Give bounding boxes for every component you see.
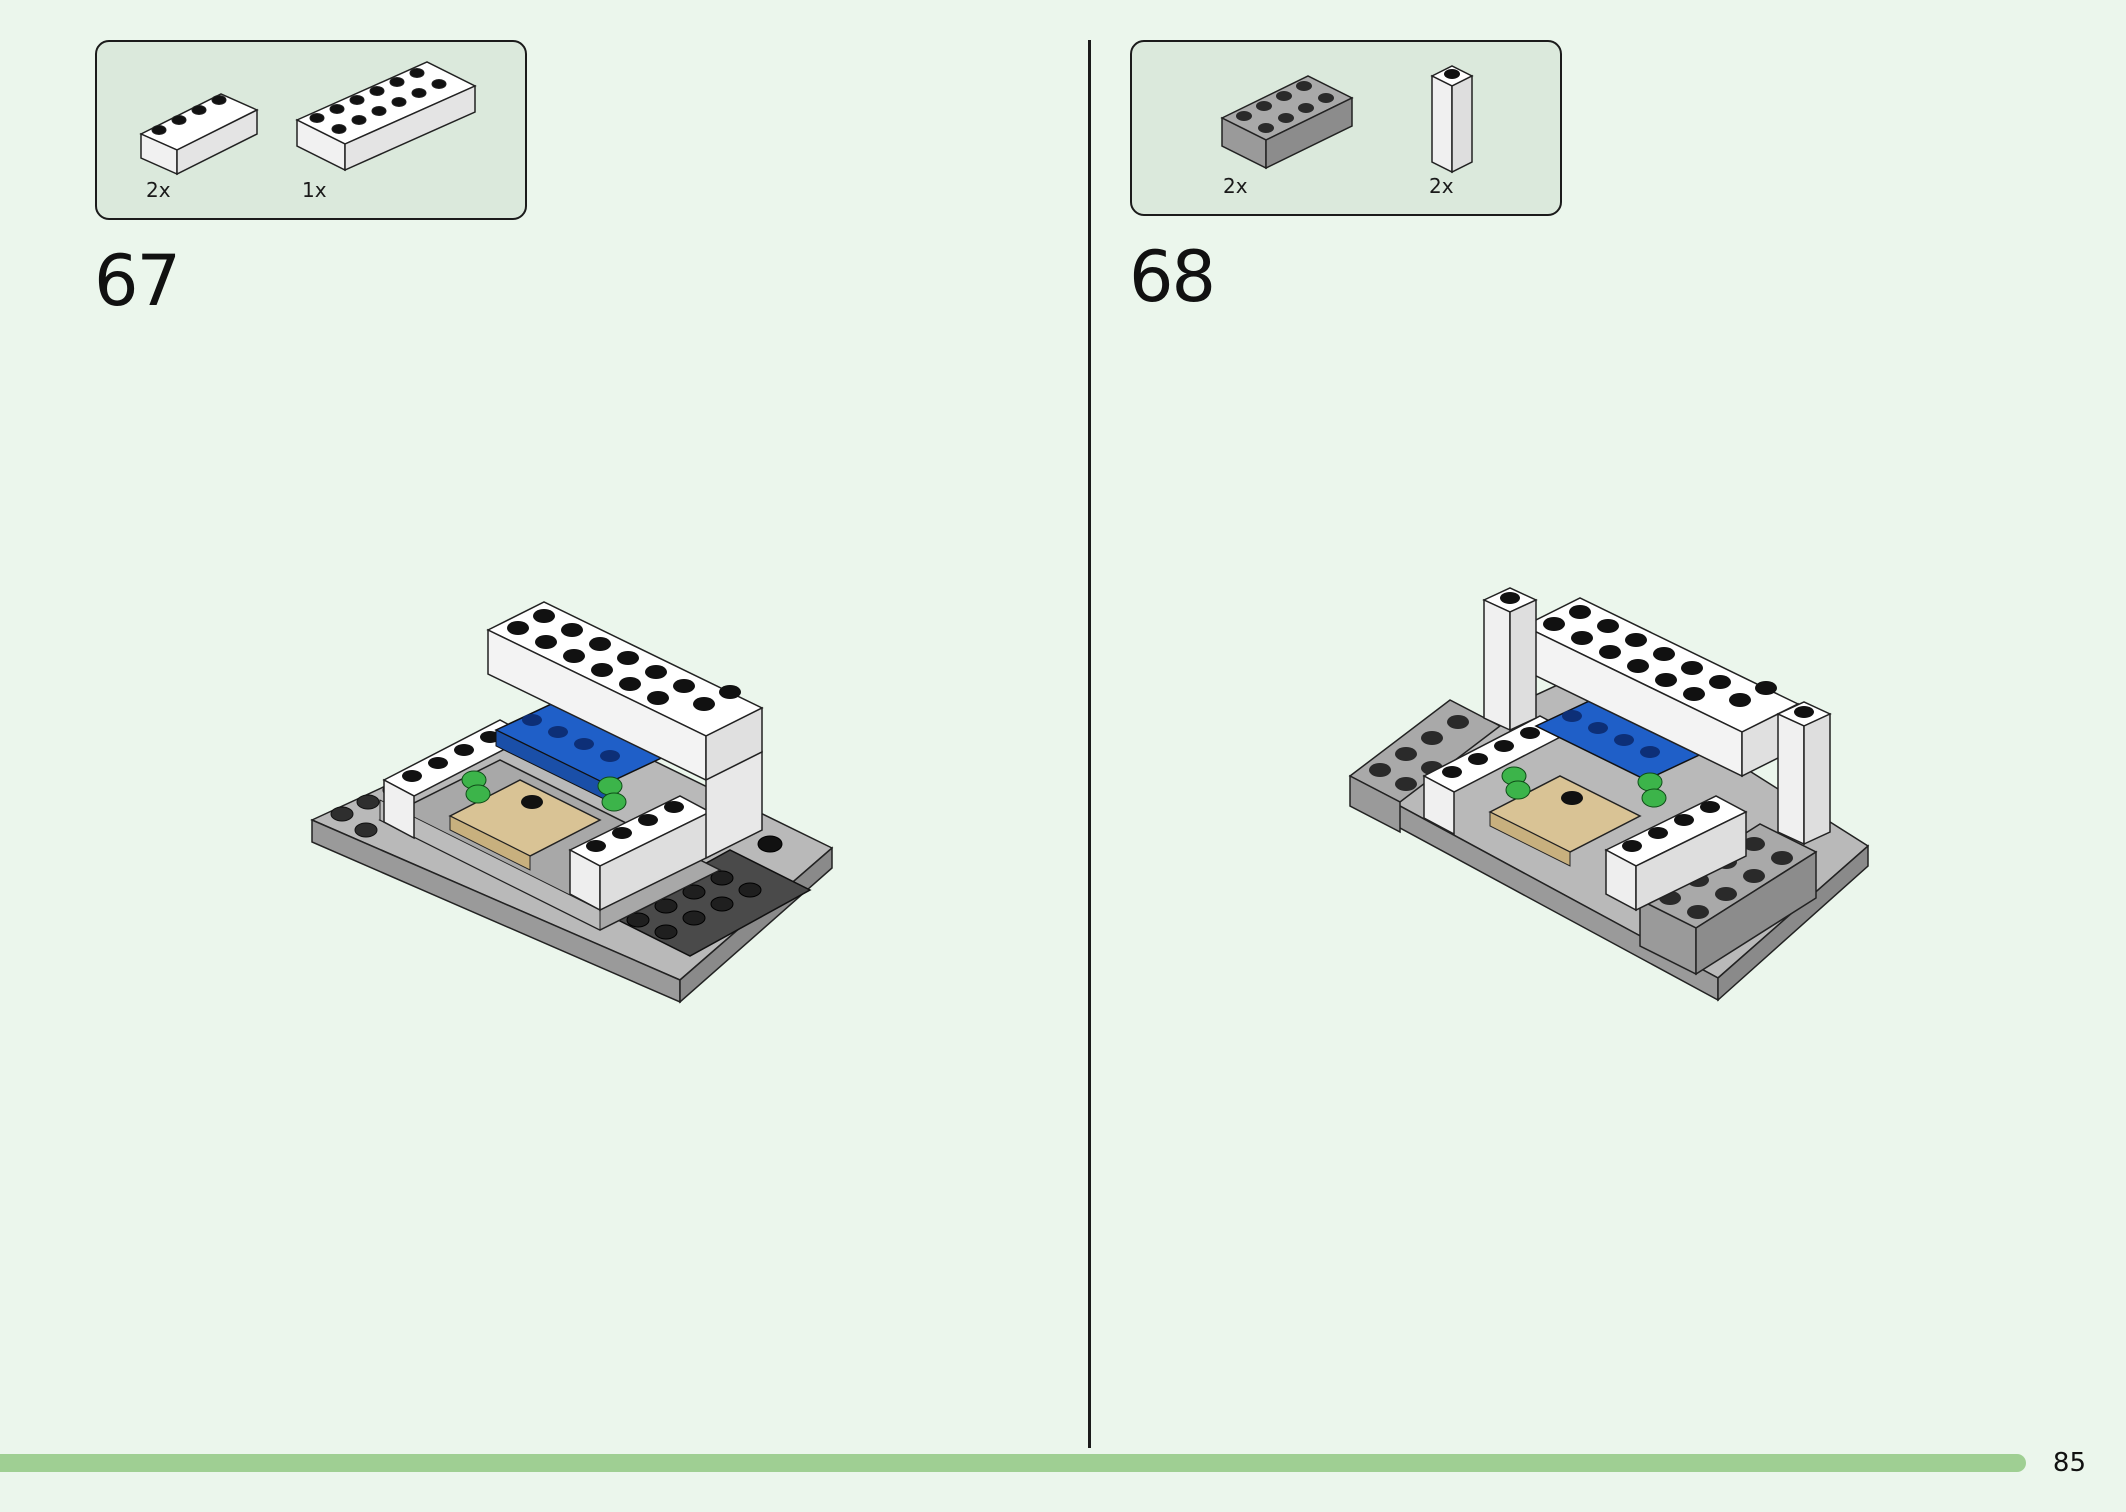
part-qty: 2x xyxy=(1223,174,1248,198)
part-qty: 1x xyxy=(302,178,327,202)
model-illustration-step-67 xyxy=(310,601,834,1004)
parts-box-step-68: 2x 2x xyxy=(1130,40,1562,216)
gray-brick-2x4-icon xyxy=(1220,75,1354,170)
page-number: 85 xyxy=(2052,1448,2086,1478)
white-brick-1x4-icon xyxy=(139,93,259,176)
parts-box-step-67: 2x 1x xyxy=(95,40,527,220)
step-number-68: 68 xyxy=(1129,236,1216,318)
step-number-67: 67 xyxy=(94,240,181,322)
page-divider xyxy=(1088,40,1091,1448)
part-qty: 2x xyxy=(1429,174,1454,198)
white-brick-1x1-tall-icon xyxy=(1430,65,1474,174)
progress-bar xyxy=(0,1454,2026,1472)
model-illustration-step-68 xyxy=(1348,587,1870,1002)
part-qty: 2x xyxy=(146,178,171,202)
white-brick-2x6-icon xyxy=(295,61,477,172)
